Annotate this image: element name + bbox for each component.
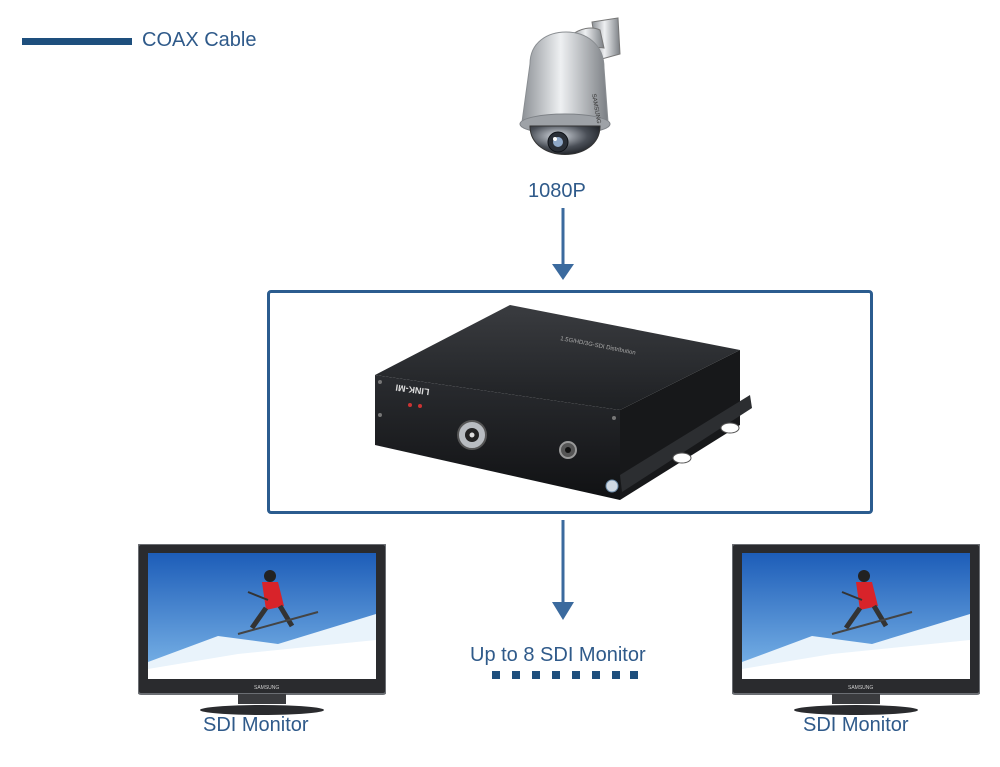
svg-text:SAMSUNG: SAMSUNG: [848, 685, 873, 691]
dot: [512, 671, 520, 679]
svg-text:LINK-MI: LINK-MI: [395, 382, 430, 397]
dot: [532, 671, 540, 679]
coax-cable-legend-line: [22, 38, 132, 45]
monitor-icon: SAMSUNG: [138, 544, 386, 715]
svg-text:SAMSUNG: SAMSUNG: [590, 93, 601, 124]
sdi-distributor-box-icon: 1.5G/HD/3G-SDI Distribution LINK-MI: [375, 305, 752, 500]
legend-label: COAX Cable: [142, 29, 257, 51]
camera-resolution-label: 1080P: [528, 180, 586, 202]
dot: [552, 671, 560, 679]
down-arrow-icon: [552, 520, 574, 620]
dot: [492, 671, 500, 679]
monitor-label: SDI Monitor: [803, 714, 909, 736]
dot: [612, 671, 620, 679]
down-arrow-icon: [552, 208, 574, 280]
monitor-icon: SAMSUNG: [732, 544, 980, 715]
ptz-dome-camera-icon: SAMSUNG: [519, 17, 621, 155]
svg-text:SAMSUNG: SAMSUNG: [254, 685, 279, 691]
dot: [572, 671, 580, 679]
output-count-label: Up to 8 SDI Monitor: [470, 644, 646, 666]
monitor-label: SDI Monitor: [203, 714, 309, 736]
dotted-separator: [492, 671, 642, 681]
dot: [630, 671, 638, 679]
dot: [592, 671, 600, 679]
